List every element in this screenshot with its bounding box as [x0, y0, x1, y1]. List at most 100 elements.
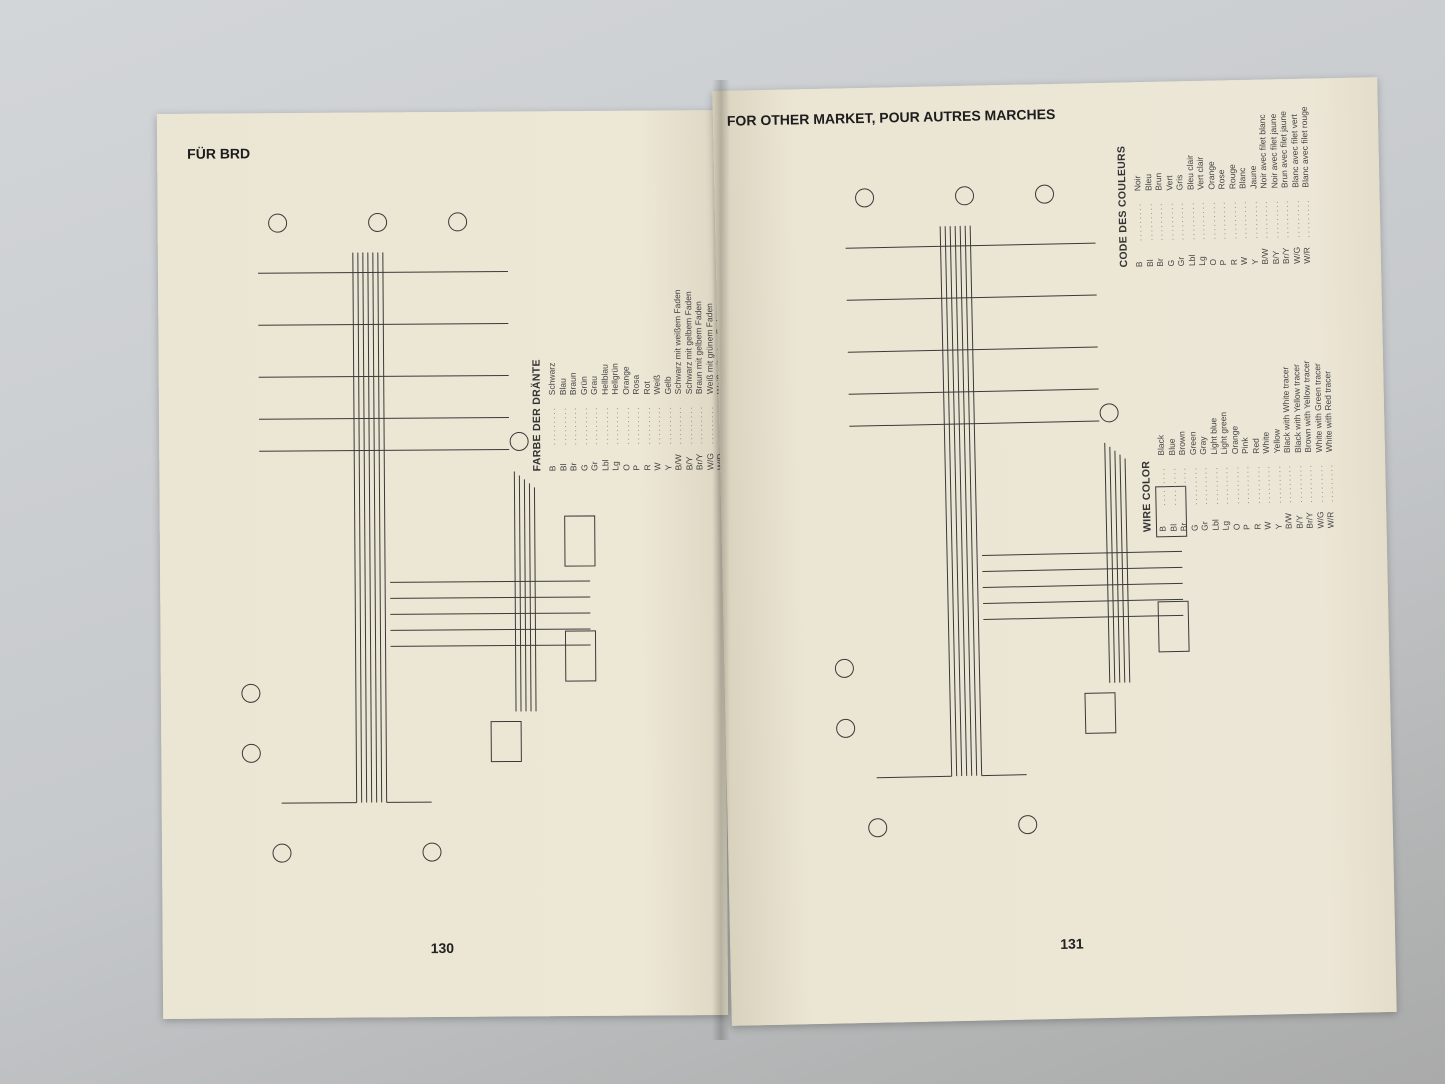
color-code: B/Y — [1270, 250, 1281, 265]
color-code: Lbl — [599, 459, 610, 471]
color-name: Brun — [1153, 172, 1164, 191]
leader-dots: ......... — [557, 405, 568, 446]
wire — [564, 630, 597, 682]
color-name: Schwarz — [546, 362, 557, 396]
color-code: Lg — [1220, 520, 1231, 531]
color-name: White with Red tracer — [1322, 370, 1334, 453]
component-symbol — [241, 683, 261, 703]
wiring-diagram-right — [834, 184, 1190, 838]
color-code: O — [1230, 523, 1242, 531]
wire — [352, 252, 358, 803]
leader-dots: ......... — [546, 405, 558, 446]
color-code: W/G — [1291, 246, 1302, 264]
color-name: Yellow — [1270, 428, 1282, 454]
leader-dots: ......... — [567, 405, 579, 446]
leader-dots: ......... — [672, 405, 684, 445]
component-symbol — [509, 431, 529, 451]
wire — [944, 226, 958, 777]
component-symbol — [1018, 815, 1038, 835]
color-code: B/W — [1259, 248, 1271, 265]
component-symbol — [241, 743, 261, 763]
color-name: Schwarz mit gelbem Faden — [682, 291, 694, 395]
color-code: Br — [1178, 522, 1189, 532]
component-symbol — [1035, 184, 1055, 204]
color-code: O — [1207, 258, 1218, 266]
wire — [1119, 454, 1126, 683]
color-name: Rot — [641, 381, 652, 395]
color-code: Br/Y — [1304, 512, 1315, 529]
color-code: R — [1228, 258, 1239, 266]
color-name: White — [1260, 431, 1271, 454]
leader-dots: ......... — [588, 405, 600, 445]
legend-title: FARBE DER DRÄNTE — [530, 359, 544, 472]
leader-dots: ......... — [630, 405, 642, 445]
component-symbol — [272, 843, 292, 863]
color-name: Weiß — [651, 374, 662, 395]
color-name: Black — [1155, 434, 1167, 456]
wire — [257, 271, 508, 274]
wire — [382, 252, 388, 803]
color-name: Blanc avec filet rouge — [1298, 106, 1311, 188]
color-name: Braun mit gelbem Faden — [693, 301, 704, 395]
left-page: FÜR BRD FARBE DER DRÄNTE B.........Schwa… — [156, 110, 729, 1019]
color-code: B — [547, 465, 558, 472]
component-symbol — [855, 188, 875, 208]
wire — [390, 596, 591, 599]
wire — [362, 252, 368, 803]
color-name: Vert — [1163, 175, 1174, 191]
component-symbol — [834, 658, 854, 678]
wire — [390, 612, 591, 615]
color-code: Y — [1249, 258, 1260, 265]
wire — [390, 644, 591, 647]
color-code: Gr — [589, 461, 600, 471]
color-name: Rouge — [1226, 164, 1237, 190]
component-symbol — [836, 718, 856, 738]
wire — [1109, 446, 1116, 683]
wire — [258, 323, 509, 326]
wire — [1155, 485, 1188, 538]
color-name: Orange — [1228, 425, 1240, 455]
color-code: Y — [1272, 523, 1284, 530]
wire — [258, 375, 509, 378]
wire — [1124, 458, 1131, 683]
color-name: Hellgrün — [609, 363, 620, 395]
color-name: Green — [1187, 431, 1198, 456]
wire — [959, 225, 973, 776]
color-code: Lbl — [1186, 254, 1197, 267]
color-code: W — [1262, 521, 1273, 530]
wire — [939, 226, 953, 777]
color-code: W/R — [1325, 511, 1336, 529]
wire — [258, 417, 509, 420]
color-code: Br — [568, 462, 579, 472]
wire — [845, 242, 1096, 249]
color-code: W — [652, 462, 663, 471]
color-name: Light blue — [1207, 417, 1219, 455]
color-code: Bl — [1167, 523, 1179, 532]
leader-dots: ......... — [578, 405, 589, 446]
book-spine-shadow — [712, 80, 730, 1040]
color-code: Gr — [1175, 256, 1187, 267]
leader-dots: ......... — [641, 405, 652, 445]
color-name: Orange — [1205, 161, 1216, 190]
color-code: Br — [1154, 258, 1166, 267]
color-name: Brown — [1176, 431, 1188, 456]
color-name: Schwarz mit weißem Faden — [672, 289, 683, 395]
color-name: Noir — [1132, 175, 1143, 192]
color-code: B/W — [1283, 512, 1294, 530]
wire — [982, 550, 1183, 557]
color-name: Red — [1250, 438, 1261, 454]
leader-dots: ......... — [1300, 198, 1312, 238]
wire — [357, 252, 363, 803]
wire — [876, 775, 952, 779]
wire — [513, 471, 517, 712]
color-code: Lg — [1196, 256, 1208, 266]
color-code: R — [641, 464, 652, 471]
wire — [954, 225, 968, 776]
component-symbol — [955, 186, 975, 206]
leader-dots: ......... — [662, 405, 673, 445]
color-code: B — [1133, 261, 1145, 268]
wire — [523, 479, 527, 712]
wire — [259, 449, 510, 452]
